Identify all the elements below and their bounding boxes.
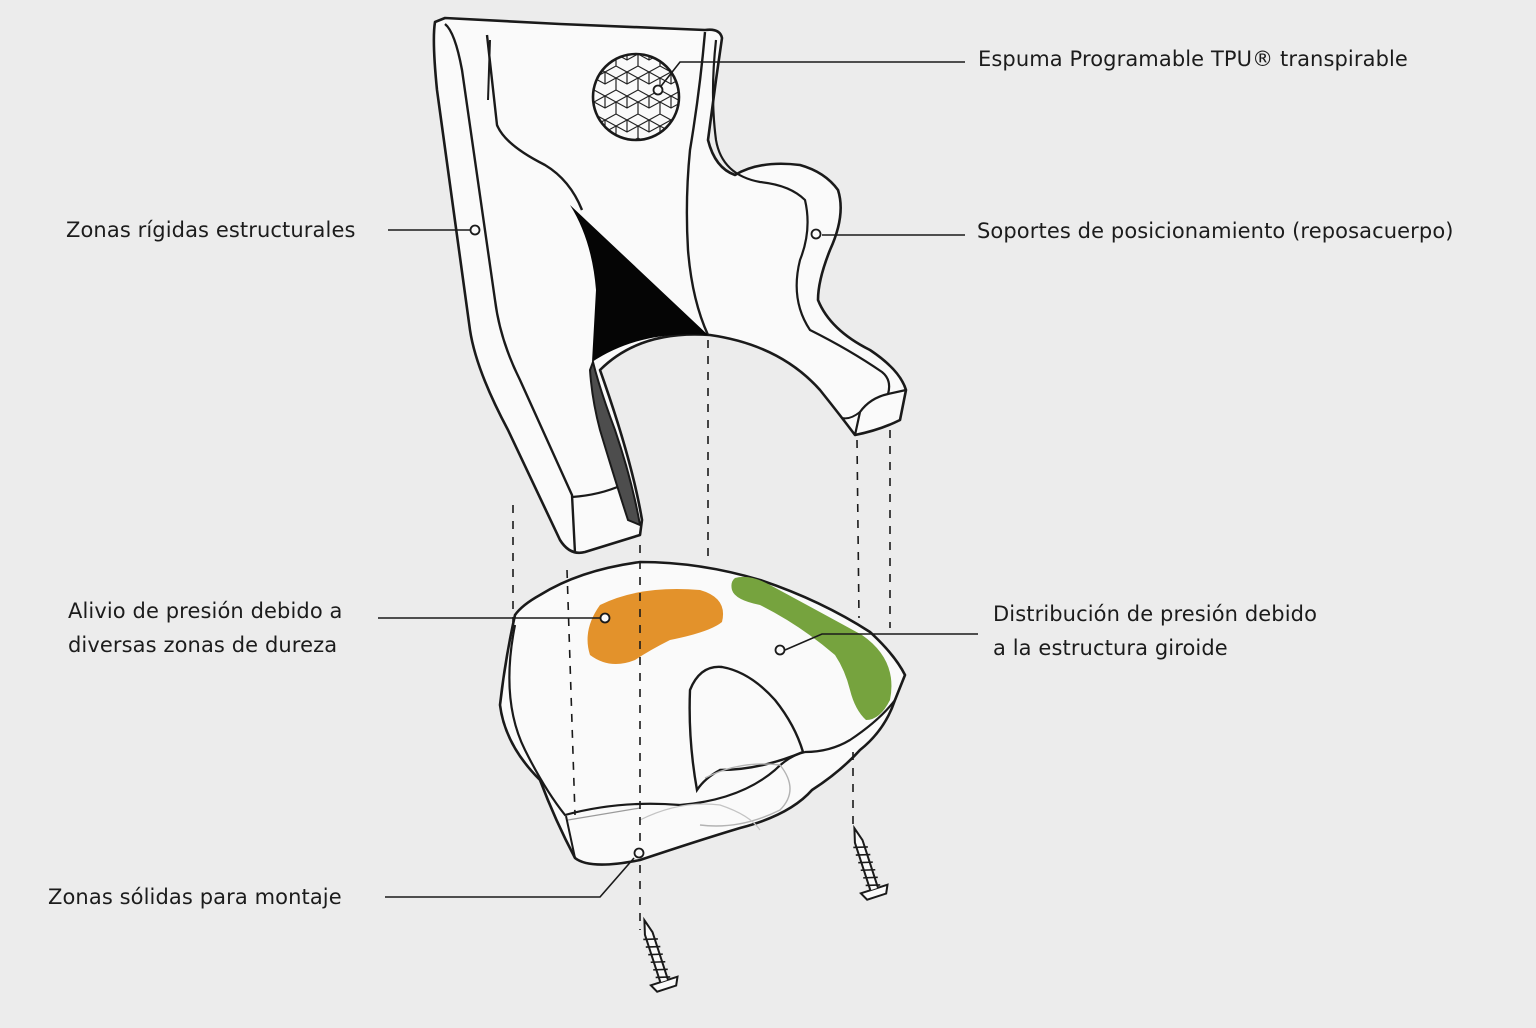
screw-icon <box>853 824 889 901</box>
leader-lines <box>378 61 978 898</box>
callout-pressure-distribution-line2: a la estructura giroide <box>993 636 1228 660</box>
callout-pressure-relief-line1: Alivio de presión debido a <box>68 599 343 623</box>
backrest-left-edge <box>444 23 577 554</box>
side-edge-strip <box>588 358 642 527</box>
callout-rigid-zones: Zonas rígidas estructurales <box>66 218 356 242</box>
backrest-outline <box>432 16 908 555</box>
seat-opening <box>570 205 708 362</box>
callout-mounting-zones: Zonas sólidas para montaje <box>48 885 342 909</box>
gyroid-lattice-icon <box>591 52 681 142</box>
seat-cushion-part <box>498 560 907 866</box>
callout-pressure-distribution: Distribución de presión debido a la estr… <box>993 597 1317 665</box>
pressure-relief-zone <box>587 589 724 664</box>
backrest-part <box>432 16 908 555</box>
callout-pressure-relief-line2: diversas zonas de dureza <box>68 633 338 657</box>
callout-positioning-supports: Soportes de posicionamiento (reposacuerp… <box>977 219 1454 243</box>
leader-dots <box>469 84 822 859</box>
pressure-distribution-zone <box>731 576 892 720</box>
callout-pressure-distribution-line1: Distribución de presión debido <box>993 602 1318 626</box>
backrest-inner-contour <box>485 34 584 211</box>
callout-foam: Espuma Programable TPU® transpirable <box>978 47 1408 71</box>
screw-icon <box>643 916 679 993</box>
alignment-guides <box>512 340 891 930</box>
callout-pressure-relief: Alivio de presión debido a diversas zona… <box>68 594 343 662</box>
